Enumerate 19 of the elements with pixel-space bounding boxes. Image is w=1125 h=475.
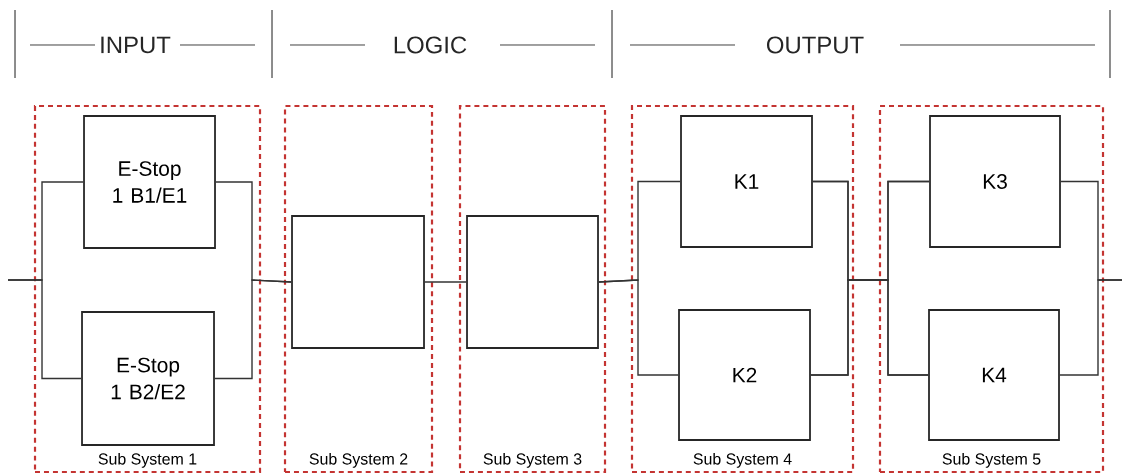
connector-line xyxy=(810,279,929,376)
connector-line xyxy=(598,279,679,376)
connector-line xyxy=(424,281,467,283)
connector-line xyxy=(1059,279,1123,376)
component-box xyxy=(466,215,599,349)
component-box xyxy=(291,215,425,349)
section-label: INPUT xyxy=(101,36,171,54)
component-box: K2 xyxy=(678,309,811,441)
component-box: E-Stop 1 B1/E1 xyxy=(83,115,216,249)
component-box: E-Stop 1 B2/E2 xyxy=(81,311,215,446)
connector-line xyxy=(7,279,82,380)
component-box: K4 xyxy=(928,309,1060,441)
section-label: OUTPUT xyxy=(767,36,864,54)
subsystem-box: Sub System 3 xyxy=(458,104,607,474)
section-label: LOGIC xyxy=(394,36,467,54)
component-box: K1 xyxy=(680,115,813,248)
component-box: K3 xyxy=(929,115,1061,248)
subsystem-box: Sub System 2 xyxy=(283,104,434,474)
connector-line xyxy=(214,279,292,380)
